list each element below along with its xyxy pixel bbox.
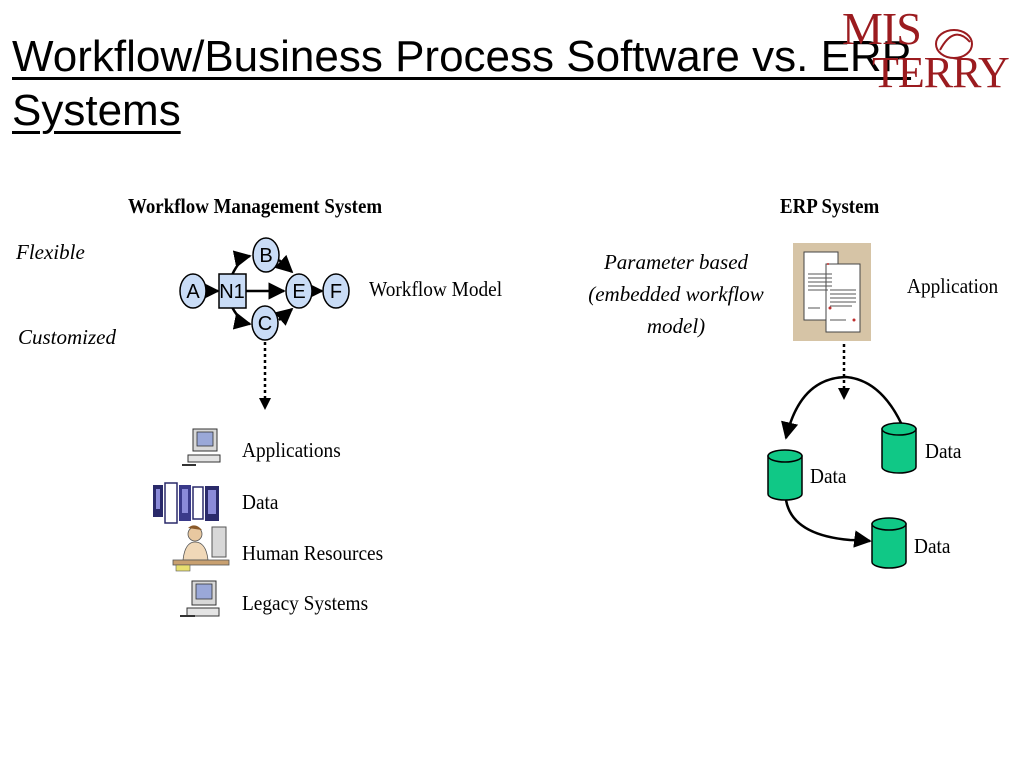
resource-applications: Applications	[242, 438, 341, 462]
computer-icon	[180, 580, 220, 617]
node-a	[179, 273, 207, 309]
erp-heading: ERP System	[780, 194, 880, 218]
data-label-lower: Data	[914, 534, 951, 558]
node-b	[252, 237, 280, 273]
database-icon	[871, 517, 907, 569]
data-label-left: Data	[810, 464, 847, 488]
arrow-data-to-data	[781, 375, 903, 440]
data-label-upper: Data	[925, 439, 962, 463]
resource-human-resources: Human Resources	[242, 541, 384, 565]
slide-title: Workflow/Business Process Software vs. E…	[12, 32, 912, 135]
attribute-flexible: Flexible	[16, 240, 85, 264]
edge-n1-c	[230, 306, 252, 330]
logo-swirl-icon	[935, 29, 973, 59]
application-label: Application	[907, 274, 999, 298]
edge-n1-b	[230, 250, 252, 276]
resource-data: Data	[242, 490, 279, 514]
node-e	[285, 273, 313, 309]
workflow-heading: Workflow Management System	[128, 194, 383, 218]
node-b-label: B	[259, 245, 272, 267]
node-f	[322, 273, 350, 309]
database-icon	[767, 449, 803, 501]
parameter-text-line2: (embedded workflow	[588, 282, 764, 306]
terry-mis-logo: MIS TERRY	[842, 4, 1018, 104]
database-icon	[881, 422, 917, 474]
servers-icon	[153, 482, 219, 524]
logo-text-terry: TERRY	[872, 48, 1010, 97]
node-a-label: A	[186, 281, 200, 303]
attribute-customized: Customized	[18, 325, 117, 349]
parameter-text-line1: Parameter based	[603, 250, 749, 274]
node-e-label: E	[292, 281, 305, 303]
arrow-data-to-data-lower	[784, 499, 872, 548]
workflow-model-graph: A N1 B C E F	[179, 237, 350, 341]
person-at-desk-icon	[172, 525, 230, 572]
parameter-text-line3: model)	[646, 314, 706, 338]
workflow-model-label: Workflow Model	[369, 277, 503, 301]
node-n1-label: N1	[219, 281, 245, 303]
edge-c-e	[274, 307, 294, 326]
edge-b-e	[274, 254, 294, 274]
application-document-icon	[793, 243, 871, 341]
node-n1	[218, 273, 247, 309]
resource-legacy-systems: Legacy Systems	[242, 591, 369, 615]
node-c	[251, 305, 279, 341]
logo-text-mis: MIS	[842, 3, 922, 54]
node-c-label: C	[258, 313, 272, 335]
node-f-label: F	[330, 281, 342, 303]
computer-icon	[182, 428, 221, 466]
